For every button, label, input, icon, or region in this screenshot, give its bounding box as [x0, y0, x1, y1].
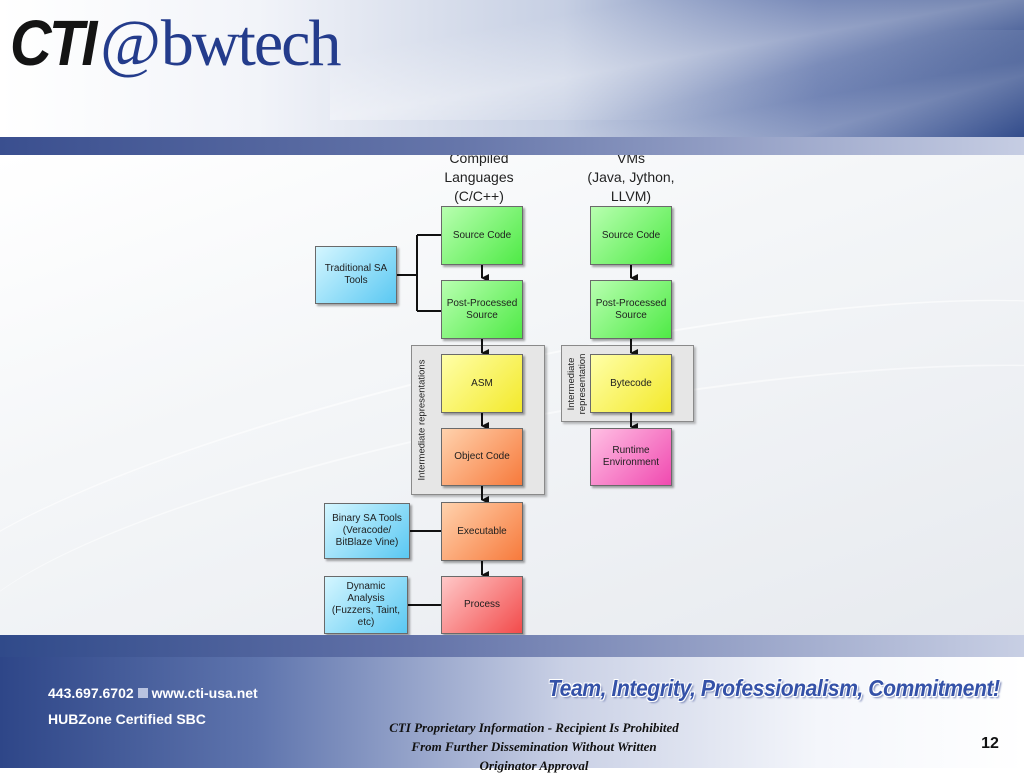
- traditional-sa-tools-node: Traditional SA Tools: [315, 246, 397, 304]
- logo-bwtech: bwtech: [160, 7, 342, 80]
- executable-node: Executable: [441, 502, 523, 561]
- binary-sa-tools-node: Binary SA Tools (Veracode/ BitBlaze Vine…: [324, 503, 410, 559]
- vm-source-code-node: Source Code: [590, 206, 672, 265]
- runtime-environment-node: Runtime Environment: [590, 428, 672, 486]
- website-link[interactable]: www.cti-usa.net: [151, 685, 258, 701]
- vm-post-processed-node: Post-Processed Source: [590, 280, 672, 339]
- bottom-divider-bar: [0, 635, 1024, 657]
- process-node: Process: [441, 576, 523, 634]
- header-decoration: [520, 30, 1024, 137]
- header-banner: CTI @ bwtech: [0, 0, 1024, 137]
- logo-at: @: [100, 7, 161, 80]
- proprietary-notice: CTI Proprietary Information - Recipient …: [389, 720, 679, 773]
- asm-node: ASM: [441, 354, 523, 413]
- column-header-vms: VMs (Java, Jython, LLVM): [587, 155, 675, 204]
- top-divider-bar: [0, 137, 1024, 155]
- header-decoration: [330, 0, 1024, 120]
- compiled-post-processed-node: Post-Processed Source: [441, 280, 523, 339]
- bytecode-node: Bytecode: [590, 354, 672, 413]
- separator-square-icon: [137, 688, 148, 698]
- logo-cti: CTI: [10, 7, 97, 79]
- company-tagline: Team, Integrity, Professionalism, Commit…: [548, 675, 1000, 701]
- page-number: 12: [981, 735, 999, 752]
- slide-content: Compiled Languages (C/C++) VMs (Java, Jy…: [0, 155, 1024, 635]
- company-logo: CTI @ bwtech: [10, 6, 341, 80]
- compiled-source-code-node: Source Code: [441, 206, 523, 265]
- hubzone-certification: HUBZone Certified SBC: [48, 711, 206, 727]
- phone-number: 443.697.6702: [48, 685, 134, 701]
- diagram-connectors: [397, 234, 638, 606]
- object-code-node: Object Code: [441, 428, 523, 486]
- footer: 443.697.6702 www.cti-usa.net HUBZone Cert…: [0, 657, 1024, 773]
- column-header-compiled: Compiled Languages (C/C++): [444, 155, 514, 204]
- contact-line: 443.697.6702 www.cti-usa.net: [48, 685, 258, 701]
- dynamic-analysis-node: Dynamic Analysis (Fuzzers, Taint, etc): [324, 576, 408, 634]
